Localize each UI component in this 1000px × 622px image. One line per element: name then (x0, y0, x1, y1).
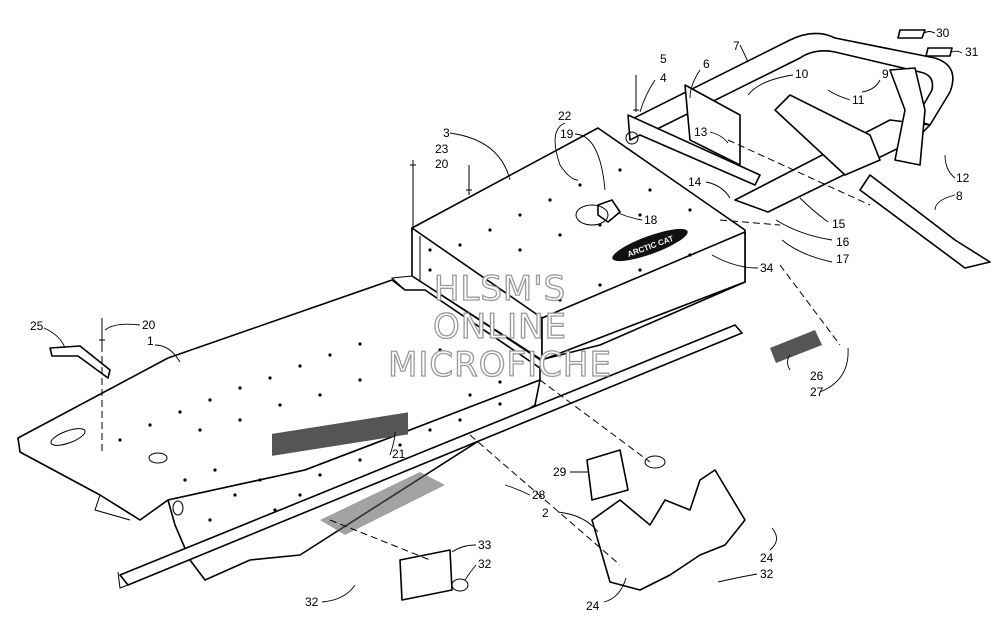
callout-1: 1 (147, 334, 154, 348)
callout-31: 31 (965, 45, 979, 59)
callout-25: 25 (30, 319, 44, 333)
callout-30: 30 (936, 26, 950, 40)
heat-exchanger-vent (272, 412, 408, 456)
callout-11: 11 (852, 93, 865, 107)
tunnel-rivet-holes (118, 168, 692, 532)
callout-29: 29 (553, 465, 567, 479)
callout-24-bottom: 24 (586, 599, 600, 613)
rear-bracket (627, 114, 761, 186)
watermark: HLSM'S ONLINE MICROFICHE (387, 268, 612, 385)
end-cap-upper (897, 29, 926, 39)
callout-23: 23 (435, 142, 449, 156)
callout-12: 12 (956, 171, 970, 185)
svg-text:HLSM'S: HLSM'S (434, 269, 566, 309)
callout-7: 7 (733, 39, 740, 53)
callout-2: 2 (542, 506, 549, 520)
svg-text:ONLINE: ONLINE (433, 307, 567, 347)
callout-20-rear: 20 (435, 157, 449, 171)
callout-10: 10 (795, 67, 809, 81)
callout-8: 8 (956, 189, 963, 203)
callout-27: 27 (810, 385, 824, 399)
callout-32-upper: 32 (478, 557, 492, 571)
bolt-23 (466, 165, 472, 195)
rear-snowflap-bracket (591, 469, 746, 591)
callout-6: 6 (703, 57, 710, 71)
callout-3: 3 (443, 126, 450, 140)
callout-5: 5 (660, 52, 667, 66)
bracket-plate (586, 449, 629, 501)
callout-24-right: 24 (760, 551, 774, 565)
callout-32-right: 32 (760, 567, 774, 581)
bolt-20-rear (410, 160, 416, 228)
callout-13: 13 (694, 125, 708, 139)
end-cap-lower (925, 47, 953, 57)
callout-15: 15 (832, 217, 846, 231)
callout-21: 21 (392, 447, 406, 461)
callout-18: 18 (644, 213, 658, 227)
callout-26: 26 (810, 369, 824, 383)
callout-17: 17 (836, 252, 850, 266)
bolt-5 (633, 75, 639, 112)
callout-28: 28 (532, 488, 546, 502)
assembly-lines (101, 139, 871, 566)
callout-20-front: 20 (142, 318, 156, 332)
rear-storage-box (390, 127, 746, 361)
mounting-plate (399, 549, 453, 601)
callout-22: 22 (558, 109, 572, 123)
reflector (770, 330, 822, 363)
callout-16: 16 (836, 235, 850, 249)
callout-14: 14 (688, 175, 702, 189)
callout-34: 34 (760, 261, 774, 275)
rear-bumper (629, 32, 991, 269)
running-board-rail (117, 324, 743, 589)
callouts: 1 2 3 4 5 6 7 8 9 10 11 12 13 (30, 26, 979, 613)
bolt-20-front (99, 318, 105, 345)
svg-text:MICROFICHE: MICROFICHE (388, 345, 612, 385)
hitch-block (597, 199, 621, 223)
callout-4: 4 (660, 71, 667, 85)
callout-19: 19 (560, 127, 574, 141)
callout-33: 33 (478, 538, 492, 552)
callout-9: 9 (882, 67, 889, 81)
tow-bracket (49, 345, 111, 379)
running-board-mesh (320, 472, 445, 535)
callout-32-left: 32 (305, 595, 319, 609)
